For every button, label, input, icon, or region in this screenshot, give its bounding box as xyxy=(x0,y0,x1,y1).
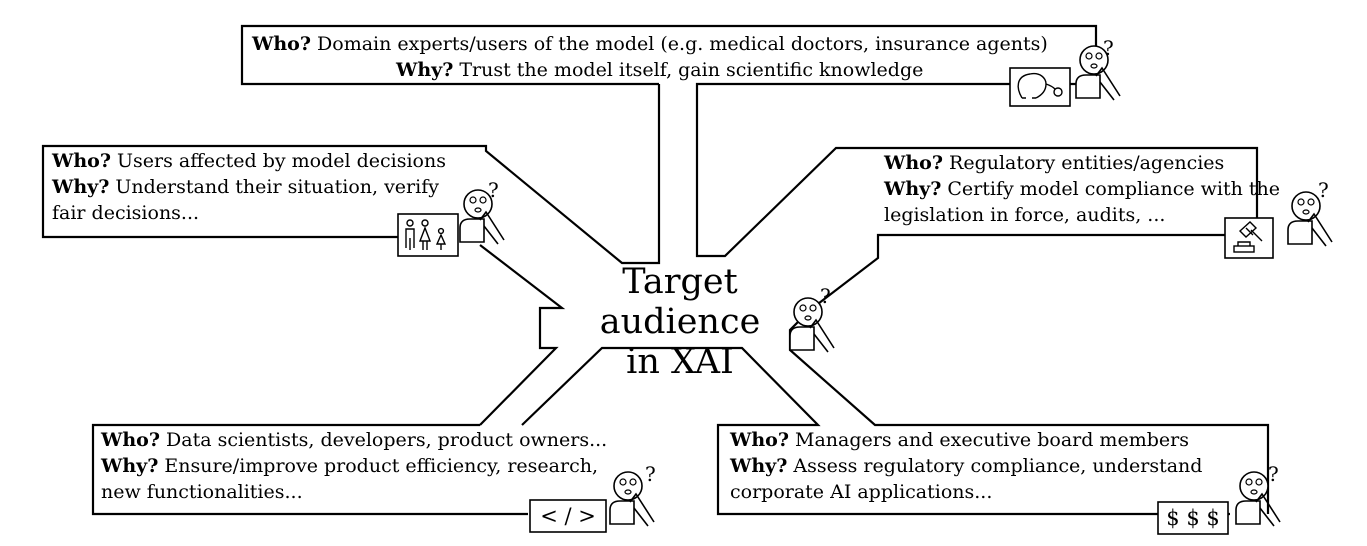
why-text-cont: legislation in force, audits, ... xyxy=(884,204,1166,226)
why-label: Why? xyxy=(730,455,788,477)
gavel-icon xyxy=(1224,217,1274,259)
why-text-cont: corporate AI applications... xyxy=(730,481,993,503)
box-domain-experts-outline xyxy=(41,84,661,265)
why-label: Why? xyxy=(396,59,454,81)
who-label: Who? xyxy=(884,152,943,174)
who-text: Managers and executive board members xyxy=(795,429,1189,451)
why-label: Why? xyxy=(52,176,110,198)
box-affected-users-why-cont: fair decisions... xyxy=(52,201,199,225)
regulator-box-lower xyxy=(809,233,1222,311)
who-label: Who? xyxy=(730,429,789,451)
question-mark-managers: ? xyxy=(1268,462,1279,486)
box-developers-why-cont: new functionalities... xyxy=(101,480,303,504)
center-title-line1: Target audience xyxy=(599,262,761,342)
who-label: Who? xyxy=(52,150,111,172)
why-text-cont: fair decisions... xyxy=(52,202,200,224)
medical-icon xyxy=(1009,67,1071,107)
center-title: Target audience in XAI xyxy=(540,262,820,382)
box-managers-why: Why? Assess regulatory compliance, under… xyxy=(730,454,1202,478)
who-text: Data scientists, developers, product own… xyxy=(166,429,608,451)
question-mark-developers: ? xyxy=(645,462,656,486)
question-mark-center: ? xyxy=(820,284,831,308)
code-icon: < / > xyxy=(540,504,596,528)
thinking-person-icon-left xyxy=(459,189,505,245)
who-label: Who? xyxy=(252,33,311,55)
box-managers-who: Who? Managers and executive board member… xyxy=(730,428,1189,452)
why-text: Trust the model itself, gain scientific … xyxy=(459,59,924,81)
code-icon-frame xyxy=(529,499,607,533)
connector-left xyxy=(479,244,566,426)
box-developers-who: Who? Data scientists, developers, produc… xyxy=(101,428,607,452)
why-label: Why? xyxy=(101,455,159,477)
why-text: Assess regulatory compliance, understand xyxy=(793,455,1203,477)
thinking-person-icon-top xyxy=(1075,45,1121,101)
why-text-cont: new functionalities... xyxy=(101,481,303,503)
why-text: Ensure/improve product efficiency, resea… xyxy=(164,455,598,477)
center-title-line2: in XAI xyxy=(626,342,734,382)
question-mark-left: ? xyxy=(488,178,499,202)
question-mark-top: ? xyxy=(1103,36,1114,60)
box-developers-outline xyxy=(91,423,528,516)
who-text: Regulatory entities/agencies xyxy=(949,152,1225,174)
who-label: Who? xyxy=(101,429,160,451)
thinking-person-icon-managers xyxy=(1235,471,1281,527)
dollar-icon: $ $ $ xyxy=(1166,506,1220,530)
box-developers-why: Why? Ensure/improve product efficiency, … xyxy=(101,454,598,478)
box-domain-experts-why: Why? Trust the model itself, gain scient… xyxy=(396,58,923,82)
box-developers-top xyxy=(521,346,1158,516)
box-domain-experts-who: Who? Domain experts/users of the model (… xyxy=(252,32,1048,56)
box-managers-outline xyxy=(788,309,1270,514)
thinking-person-icon-center xyxy=(789,297,835,353)
who-text: Users affected by model decisions xyxy=(117,150,446,172)
dollar-icon-frame xyxy=(1157,501,1229,535)
who-text: Domain experts/users of the model (e.g. … xyxy=(317,33,1048,55)
why-text: Understand their situation, verify xyxy=(115,176,439,198)
box-managers-why-cont: corporate AI applications... xyxy=(730,480,992,504)
box-affected-users-why: Why? Understand their situation, verify xyxy=(52,175,439,199)
thinking-person-icon-right xyxy=(1287,191,1333,247)
thinking-person-icon-developers xyxy=(609,471,655,527)
family-icon xyxy=(397,213,459,257)
box-regulators-who: Who? Regulatory entities/agencies xyxy=(884,151,1224,175)
why-label: Why? xyxy=(884,178,942,200)
box-regulators-why: Why? Certify model compliance with the xyxy=(884,177,1280,201)
question-mark-right: ? xyxy=(1318,178,1329,202)
box-affected-users-who: Who? Users affected by model decisions xyxy=(52,149,446,173)
box-regulators-why-cont: legislation in force, audits, ... xyxy=(884,203,1165,227)
why-text: Certify model compliance with the xyxy=(947,178,1281,200)
